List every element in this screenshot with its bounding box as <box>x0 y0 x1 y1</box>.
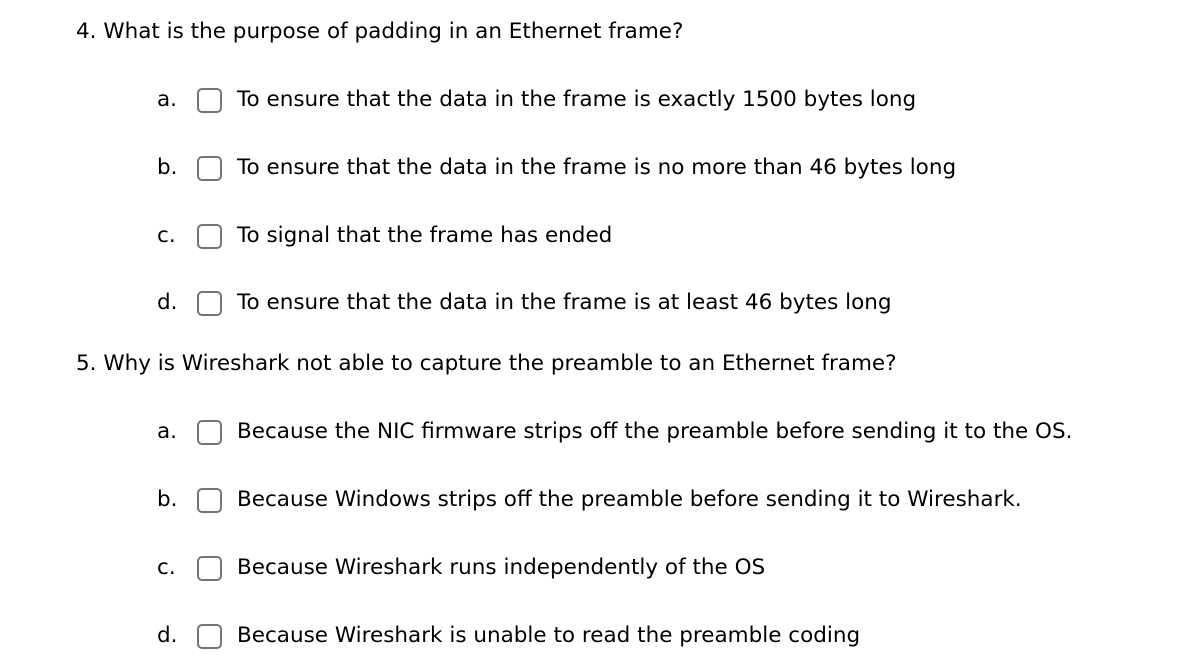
question-5-option-d: d. Because Wireshark is unable to read t… <box>0 621 1196 651</box>
question-5-option-b: b. Because Windows strips off the preamb… <box>0 485 1196 515</box>
option-label[interactable]: Because the NIC firmware strips off the … <box>237 419 1073 444</box>
question-5-option-a: a. Because the NIC firmware strips off t… <box>0 417 1196 447</box>
option-letter: b. <box>157 155 178 180</box>
option-label[interactable]: Because Wireshark is unable to read the … <box>237 623 861 648</box>
option-letter: d. <box>157 290 178 315</box>
option-letter: b. <box>157 487 178 512</box>
checkbox[interactable] <box>197 88 222 113</box>
checkbox[interactable] <box>197 156 222 181</box>
option-letter: a. <box>157 419 178 444</box>
option-label[interactable]: Because Wireshark runs independently of … <box>237 555 766 580</box>
option-label[interactable]: To signal that the frame has ended <box>237 223 613 248</box>
checkbox[interactable] <box>197 556 222 581</box>
checkbox[interactable] <box>197 624 222 649</box>
option-label[interactable]: To ensure that the data in the frame is … <box>237 290 892 315</box>
question-5-title: 5. Why is Wireshark not able to capture … <box>76 351 897 376</box>
option-letter: a. <box>157 87 178 112</box>
option-label[interactable]: To ensure that the data in the frame is … <box>237 87 917 112</box>
checkbox[interactable] <box>197 420 222 445</box>
option-letter: c. <box>157 223 176 248</box>
option-label[interactable]: Because Windows strips off the preamble … <box>237 487 1022 512</box>
checkbox[interactable] <box>197 224 222 249</box>
option-label[interactable]: To ensure that the data in the frame is … <box>237 155 957 180</box>
checkbox[interactable] <box>197 488 222 513</box>
checkbox[interactable] <box>197 291 222 316</box>
option-letter: c. <box>157 555 176 580</box>
option-letter: d. <box>157 623 178 648</box>
question-4-option-b: b. To ensure that the data in the frame … <box>0 153 1196 183</box>
question-4-title: 4. What is the purpose of padding in an … <box>76 19 684 44</box>
question-4-option-c: c. To signal that the frame has ended <box>0 221 1196 251</box>
question-4-option-a: a. To ensure that the data in the frame … <box>0 85 1196 115</box>
question-4-option-d: d. To ensure that the data in the frame … <box>0 288 1196 318</box>
question-5-option-c: c. Because Wireshark runs independently … <box>0 553 1196 583</box>
